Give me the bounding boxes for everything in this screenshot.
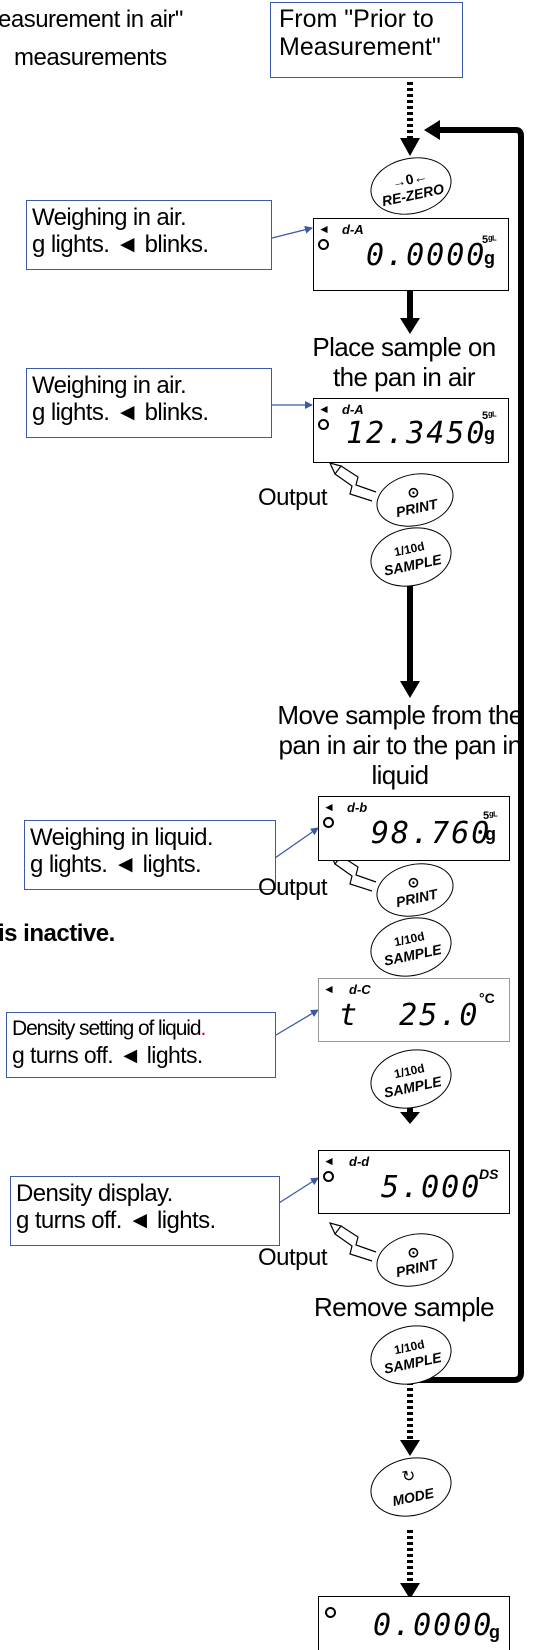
callout-line: g lights. ◄ lights. (30, 851, 202, 878)
stable-indicator-icon (323, 1171, 334, 1182)
display-mode: d-C (349, 982, 371, 997)
triangle-indicator-icon: ◄ (323, 800, 335, 814)
display-value: 0.0000 (366, 238, 487, 273)
callout-weighing-air-2: Weighing in air. g lights. ◄ blinks. (26, 368, 272, 438)
display-5: ◄ d-d 5.000 DS (318, 1150, 510, 1214)
display-value: 5.000 (381, 1170, 482, 1205)
step-line: Remove sample (313, 1292, 495, 1322)
callout-weighing-liquid: Weighing in liquid. g lights. ◄ lights. (24, 820, 276, 890)
callout-line: g lights. ◄ blinks. (32, 399, 209, 426)
display-unit: g (484, 424, 495, 444)
display-4: ◄ d-C t 25.0 °C (318, 978, 510, 1042)
from-prior-box: From "Prior to Measurement" (270, 2, 463, 78)
display-value: 12.3450 (346, 416, 487, 451)
callout-line: g turns off. ◄ lights. (16, 1207, 216, 1234)
callout-text: Density setting of liquid (12, 1017, 202, 1040)
display-2: ◄ d-A 12.3450 5ᵍᴸ g (313, 398, 509, 463)
callout-line: g turns off. ◄ lights. (12, 1042, 203, 1068)
display-unit: g (484, 248, 495, 268)
display-1: ◄ d-A 0.0000 5ᵍᴸ g (313, 218, 509, 291)
display-mode: d-d (349, 1154, 370, 1169)
callout-line: Weighing in liquid. (30, 824, 214, 851)
callout-density-display: Density display. g turns off. ◄ lights. (10, 1176, 280, 1246)
step-remove-sample: Remove sample (294, 1292, 514, 1322)
display-value: 98.760 (371, 816, 492, 851)
step-line: the pan in air (333, 362, 476, 392)
display-value: t 25.0 (339, 998, 480, 1033)
output-label: Output (258, 1244, 328, 1271)
display-3: ◄ d-b 98.760 5ᵍᴸ g (318, 796, 510, 861)
triangle-indicator-icon: ◄ (323, 1154, 335, 1168)
stable-indicator-icon (318, 239, 329, 250)
display-unit: DS (479, 1166, 499, 1182)
callout-line: g lights. ◄ blinks. (32, 231, 209, 258)
callout-line: Weighing in air. (32, 372, 187, 399)
display-unit: g (485, 824, 496, 844)
from-box-line-1: From "Prior to (279, 5, 434, 33)
display-unit: °C (479, 990, 495, 1006)
header-text-2: measurements (14, 44, 167, 71)
display-mode: d-b (347, 800, 368, 815)
from-box-line-2: Measurement" (279, 33, 441, 61)
triangle-indicator-icon: ◄ (318, 402, 330, 416)
display-value: 0.0000 (373, 1608, 494, 1643)
callout-line: Weighing in air. (32, 204, 187, 231)
header-text-1: easurement in air" (0, 6, 183, 33)
callout-density-setting: Density setting of liquid. g turns off. … (6, 1012, 276, 1078)
stable-indicator-icon (325, 1607, 336, 1618)
step-move-sample: Move sample from the pan in air to the p… (250, 700, 550, 790)
display-mode: d-A (342, 222, 364, 237)
accent-dot: . (200, 1017, 206, 1040)
step-place-sample: Place sample on the pan in air (290, 332, 518, 392)
unit-icon: 5ᵍᴸ (482, 410, 497, 422)
step-line: liquid (371, 760, 429, 790)
callout-line: Density display. (16, 1180, 173, 1207)
output-label: Output (258, 484, 328, 511)
step-line: pan in air to the pan in (278, 730, 523, 760)
unit-icon: 5ᵍᴸ (482, 234, 497, 246)
stable-indicator-icon (318, 419, 329, 430)
stable-indicator-icon (323, 817, 334, 828)
inactive-note: is inactive. (0, 920, 115, 947)
display-mode: d-A (342, 402, 364, 417)
unit-icon: 5ᵍᴸ (483, 810, 498, 822)
triangle-indicator-icon: ◄ (318, 222, 330, 236)
callout-line: Density setting of liquid. (12, 1016, 270, 1042)
step-line: Place sample on (312, 332, 496, 362)
output-label: Output (258, 874, 328, 901)
callout-weighing-air-1: Weighing in air. g lights. ◄ blinks. (26, 200, 272, 270)
display-6: 0.0000 g (318, 1596, 510, 1650)
display-unit: g (489, 1622, 500, 1642)
step-line: Move sample from the (277, 700, 523, 730)
triangle-indicator-icon: ◄ (323, 982, 335, 996)
